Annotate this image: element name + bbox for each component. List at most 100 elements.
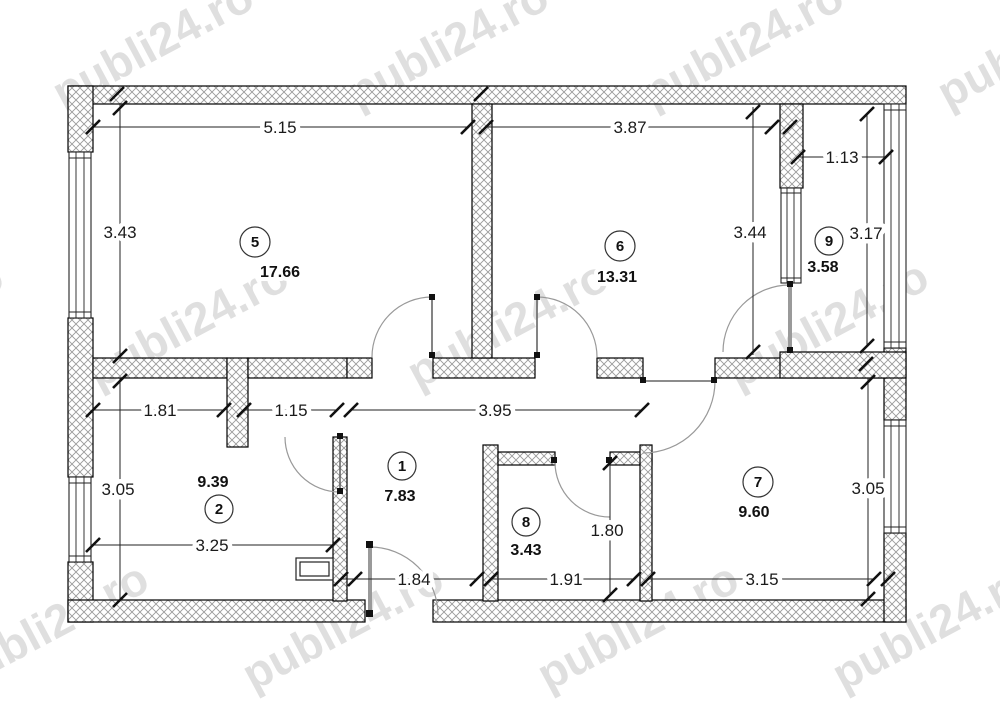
wall-divider-hall-a <box>346 357 373 379</box>
door-room5 <box>371 296 433 358</box>
watermark-text: publi24.ro <box>823 551 1000 700</box>
wall-divider-room2-b <box>247 357 348 379</box>
tick-mark <box>602 587 618 603</box>
room-8-number: 8 <box>522 514 530 531</box>
dim-room8-width: 1.91 <box>549 570 582 589</box>
tick-mark <box>112 100 128 116</box>
tick-mark <box>469 571 485 587</box>
room-5-area: 17.66 <box>260 264 300 281</box>
room-8-area: 3.43 <box>510 542 541 559</box>
room-5-circle <box>239 226 271 258</box>
room-7-area: 9.60 <box>738 504 769 521</box>
room-labels: 5 17.66 6 13.31 9 3.58 9.39 2 1 7.83 8 3… <box>193 226 844 563</box>
tick-mark <box>460 119 476 135</box>
wall-exterior-left-upper <box>67 85 94 153</box>
windows <box>68 103 907 563</box>
dim-room2-height: 3.05 <box>101 480 134 499</box>
room-9-area: 3.58 <box>807 259 838 276</box>
tick-mark <box>347 571 363 587</box>
dim-room9-width: 1.13 <box>825 148 858 167</box>
tick-mark <box>782 119 798 135</box>
tick-mark <box>860 374 876 390</box>
door-room6 <box>536 296 598 358</box>
dim-room8-height: 1.80 <box>590 521 623 540</box>
wall-room8-left <box>482 444 499 602</box>
wall-balcony-bottom <box>779 351 907 379</box>
tick-mark <box>112 592 128 608</box>
room-9-circle <box>814 226 844 256</box>
tick-mark <box>109 86 125 102</box>
wall-room5-room6 <box>471 103 493 359</box>
door-room7 <box>642 380 716 454</box>
room-9-number: 9 <box>825 233 833 250</box>
tick-mark <box>112 348 128 364</box>
door-frame-marks <box>337 281 793 617</box>
tick-mark <box>790 149 806 165</box>
window-room2-left <box>68 476 92 563</box>
room-8-circle <box>511 507 541 537</box>
tick-mark <box>745 344 761 360</box>
dim-room7-width: 3.15 <box>745 570 778 589</box>
wall-room8-top-left <box>497 451 556 466</box>
dim-room5-width: 5.15 <box>263 118 296 137</box>
tick-mark <box>602 455 618 471</box>
door-entrance <box>368 545 439 616</box>
wall-exterior-bottom-left <box>67 599 366 623</box>
tick-mark <box>640 571 656 587</box>
tick-mark <box>866 571 882 587</box>
dim-entry-width: 1.84 <box>397 570 430 589</box>
wall-divider-room2-a <box>92 357 228 379</box>
room-1-circle <box>387 451 417 481</box>
room-7-circle <box>742 466 774 498</box>
tick-mark <box>329 402 345 418</box>
tick-mark <box>85 119 101 135</box>
wall-stub-room2 <box>226 357 249 448</box>
shaft-box <box>295 557 334 581</box>
wall-exterior-bottom-right <box>432 599 907 623</box>
door-room8 <box>554 461 611 518</box>
tick-mark <box>473 86 489 102</box>
dim-segment-115: 1.15 <box>274 401 307 420</box>
door-balcony <box>722 284 792 353</box>
room-2-number: 2 <box>215 501 223 518</box>
doors <box>284 281 793 617</box>
wall-room6-room9-upper <box>779 103 804 189</box>
tick-mark <box>112 373 128 389</box>
dim-room7-height: 3.05 <box>851 479 884 498</box>
dim-segment-181: 1.81 <box>143 401 176 420</box>
window-room6-balcony <box>780 187 802 284</box>
wall-room8-room7 <box>639 444 653 602</box>
tick-marks <box>85 86 896 608</box>
room-1-area: 7.83 <box>384 488 415 505</box>
room-6-area: 13.31 <box>597 269 637 286</box>
tick-mark <box>626 571 642 587</box>
tick-mark <box>880 571 896 587</box>
dim-room6-height: 3.44 <box>733 223 766 242</box>
tick-mark <box>764 119 780 135</box>
watermark-text: publi24.ro <box>928 0 1000 118</box>
window-balcony-right <box>883 103 907 349</box>
tick-mark <box>859 106 875 122</box>
tick-mark <box>859 338 875 354</box>
tick-mark <box>216 402 232 418</box>
tick-mark <box>483 571 499 587</box>
room-5-label: 5 17.66 <box>239 226 304 285</box>
dim-hall-width: 3.95 <box>478 401 511 420</box>
dim-room2-width: 3.25 <box>195 536 228 555</box>
wall-divider-hall-c <box>596 357 644 379</box>
room-1-label: 1 7.83 <box>380 451 420 509</box>
dimension-labels: 5.15 3.87 1.13 3.43 3.44 3.17 1.81 1.15 … <box>97 114 889 594</box>
dim-room5-height: 3.43 <box>103 223 136 242</box>
watermark-text: publi24.ro <box>0 249 12 398</box>
room-7-number: 7 <box>754 474 762 491</box>
dim-room9-height: 3.17 <box>849 224 882 243</box>
room-6-label: 6 13.31 <box>593 230 641 290</box>
tick-mark <box>325 537 341 553</box>
tick-mark <box>333 571 349 587</box>
wall-divider-hall-b <box>432 357 536 379</box>
tick-mark <box>85 402 101 418</box>
room-8-label: 8 3.43 <box>506 507 546 563</box>
